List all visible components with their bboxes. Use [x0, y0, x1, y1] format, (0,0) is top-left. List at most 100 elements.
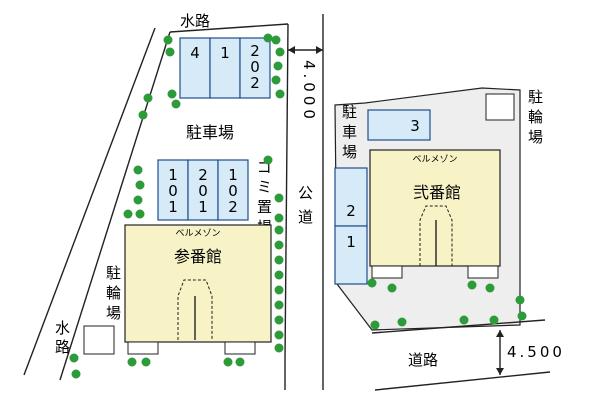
width-4000-label: 4.000 [300, 60, 318, 123]
stairwell-sanbankan [177, 279, 213, 340]
road-south-edge [374, 371, 551, 391]
tree-icon [367, 278, 377, 288]
parking-slot-east-1-label: 1 [346, 233, 356, 251]
svg-text:輪: 輪 [106, 284, 121, 302]
svg-text:車: 車 [342, 123, 357, 141]
waterway-edge-outer [23, 27, 156, 376]
tree-icon [163, 35, 173, 45]
stairwell-nibankan [419, 205, 453, 266]
west-bike-parking-label: 駐 輪 場 [106, 264, 121, 322]
west-lot-top-boundary [169, 23, 289, 33]
trees [69, 33, 527, 379]
tree-icon [274, 193, 284, 203]
width-4000-dimension: 4.000 [288, 46, 323, 123]
tree-icon [71, 369, 81, 379]
tree-icon [69, 353, 79, 363]
west-parking-label: 駐車場 [186, 123, 234, 142]
svg-text:場: 場 [342, 143, 357, 161]
svg-text:置: 置 [257, 198, 272, 216]
road-north-edge [371, 319, 546, 334]
tree-icon [467, 280, 477, 290]
parking-slot-4-label: 4 [190, 44, 200, 62]
building-sanbankan [124, 224, 272, 343]
parking-slot-102 [217, 159, 249, 221]
parking-slot-201 [187, 159, 219, 221]
east-bike-parking-label: 駐 輪 場 [528, 88, 543, 146]
tree-icon [489, 315, 499, 325]
waterway-top-label: 水路 [180, 12, 210, 30]
tree-icon [141, 357, 151, 367]
width-4500-label: 4.500 [507, 343, 565, 361]
tree-icon [263, 33, 273, 43]
tree-icon [274, 270, 284, 280]
tree-icon [274, 330, 284, 340]
road-bottom-label: 道路 [408, 351, 438, 369]
tree-icon [138, 110, 148, 120]
east-parking-label: 駐 車 場 [342, 103, 357, 161]
tree-icon [123, 209, 133, 219]
tree-icon [517, 311, 527, 321]
tree-icon [127, 357, 137, 367]
tree-icon [143, 93, 153, 103]
east-bike-parking-area [485, 93, 515, 121]
entrance-nibankan-right [467, 265, 499, 279]
tree-icon [135, 209, 145, 219]
tree-icon [274, 213, 284, 223]
tree-icon [165, 47, 175, 57]
svg-text:駐: 駐 [106, 264, 121, 282]
tree-icon [271, 35, 281, 45]
tree-icon [235, 357, 245, 367]
svg-text:場: 場 [528, 128, 543, 146]
tree-icon [223, 357, 233, 367]
entrance-sanbankan-left [127, 341, 159, 355]
building-nibankan-name: 弐番館 [413, 183, 461, 202]
garbage-area-label: ゴ ミ 置 場 [257, 158, 272, 236]
tree-icon [274, 225, 284, 235]
tree-icon [273, 61, 283, 71]
parking-slot-east-1 [334, 225, 368, 285]
building-nibankan-sub: ベルメゾン [412, 154, 457, 165]
tree-icon [167, 89, 177, 99]
waterway-left-label-2: 路 [55, 338, 70, 356]
svg-text:駐: 駐 [528, 88, 543, 106]
parking-slot-202 [239, 37, 271, 99]
building-sanbankan-sub: ベルメゾン [175, 228, 220, 239]
entrance-sanbankan-right [224, 341, 256, 355]
svg-text:場: 場 [106, 304, 121, 322]
tree-icon [274, 255, 284, 265]
tree-icon [274, 300, 284, 310]
tree-icon [459, 315, 469, 325]
tree-icon [275, 89, 285, 99]
tree-icon [515, 295, 525, 305]
tree-icon [135, 180, 145, 190]
svg-text:ミ: ミ [257, 178, 272, 196]
parking-slot-east-3-label: 3 [410, 117, 420, 135]
parking-slot-east-3 [367, 109, 431, 141]
parking-slot-east-2 [334, 167, 368, 227]
tree-icon [171, 99, 181, 109]
parking-slot-1-label: 1 [220, 44, 230, 62]
tree-icon [263, 155, 273, 165]
west-bike-parking-area [83, 325, 115, 355]
tree-icon [274, 240, 284, 250]
svg-text:輪: 輪 [528, 108, 543, 126]
tree-icon [387, 283, 397, 293]
parking-slot-east-2-label: 2 [346, 202, 356, 220]
tree-icon [274, 285, 284, 295]
tree-icon [133, 165, 143, 175]
tree-icon [397, 317, 407, 327]
tree-icon [370, 320, 380, 330]
public-road-label-1: 公 [298, 184, 313, 202]
tree-icon [133, 195, 143, 205]
waterway-left-label-1: 水 [55, 319, 70, 337]
tree-icon [271, 75, 281, 85]
public-road-label-2: 道 [298, 208, 313, 226]
tree-icon [274, 343, 284, 353]
